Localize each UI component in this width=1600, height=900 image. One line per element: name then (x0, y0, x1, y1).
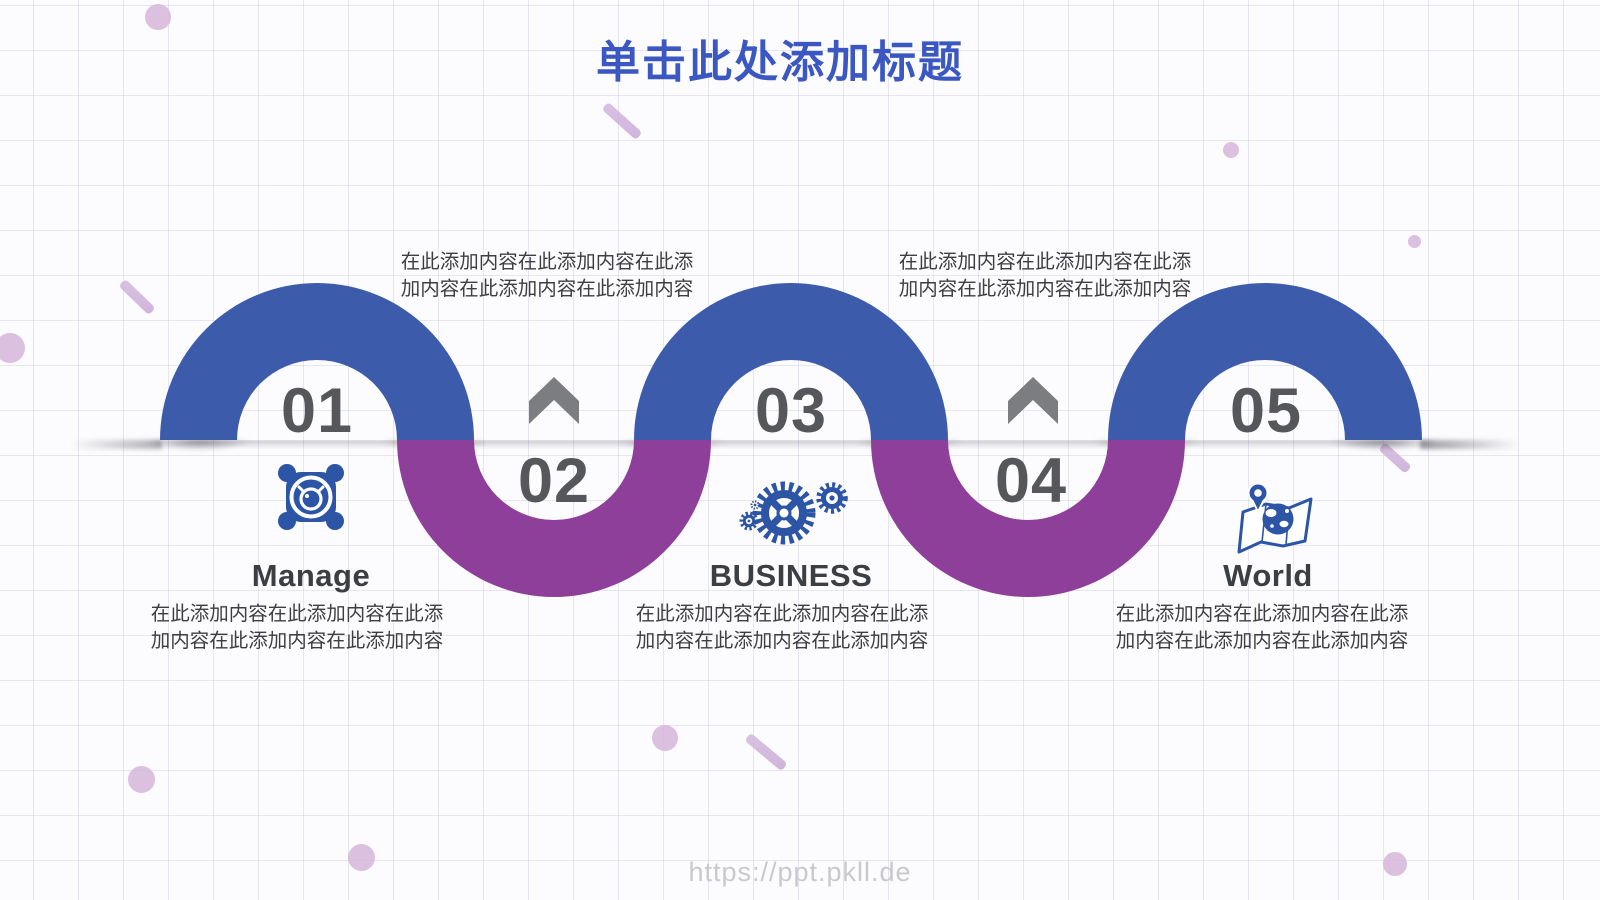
step-label-manage: Manage (251, 558, 371, 593)
step-number-04: 04 (994, 446, 1068, 516)
shelf-shadow-spot (143, 440, 253, 451)
slide-title: 单击此处添加标题 (596, 38, 964, 87)
confetti-dot (127, 765, 155, 793)
confetti-dot (347, 843, 375, 871)
step-label-world: World (1223, 558, 1313, 593)
wave-purple-arcs (397, 440, 1185, 597)
gears-icon (739, 481, 848, 545)
step-number-05: 05 (1229, 376, 1303, 446)
confetti-dot (1407, 234, 1421, 248)
step-label-business: BUSINESS (709, 558, 873, 593)
shelf-shadow (150, 440, 1430, 449)
watermark-url: https://ppt.pkll.de (688, 857, 912, 887)
step-number-02: 02 (517, 446, 591, 516)
confetti-dot (1383, 852, 1407, 876)
step-caption-02: 在此添加内容在此添加内容在此添 加内容在此添加内容在此添加内容 (400, 251, 694, 300)
world-map-icon (1237, 482, 1313, 554)
chevron-up-icon (529, 377, 579, 424)
confetti-dot (652, 725, 678, 751)
shelf-shadow-tail (70, 440, 162, 449)
chevron-up-icon (1008, 377, 1058, 424)
timer-gauge-icon (278, 464, 344, 530)
wave-blue-arcs (160, 283, 1422, 440)
step-number-01: 01 (280, 376, 354, 446)
step-number-03: 03 (754, 376, 828, 446)
confetti-dot (1223, 142, 1239, 158)
step-description-01: 在此添加内容在此添加内容在此添 加内容在此添加内容在此添加内容 (150, 603, 444, 652)
shelf-shadow-tail (1420, 440, 1520, 449)
step-description-03: 在此添加内容在此添加内容在此添 加内容在此添加内容在此添加内容 (635, 603, 929, 652)
confetti-dot (145, 4, 171, 30)
step-description-05: 在此添加内容在此添加内容在此添 加内容在此添加内容在此添加内容 (1115, 603, 1409, 652)
confetti-dot (0, 333, 25, 363)
step-caption-04: 在此添加内容在此添加内容在此添 加内容在此添加内容在此添加内容 (898, 251, 1192, 300)
shelf-shadow-spot (1328, 440, 1438, 451)
